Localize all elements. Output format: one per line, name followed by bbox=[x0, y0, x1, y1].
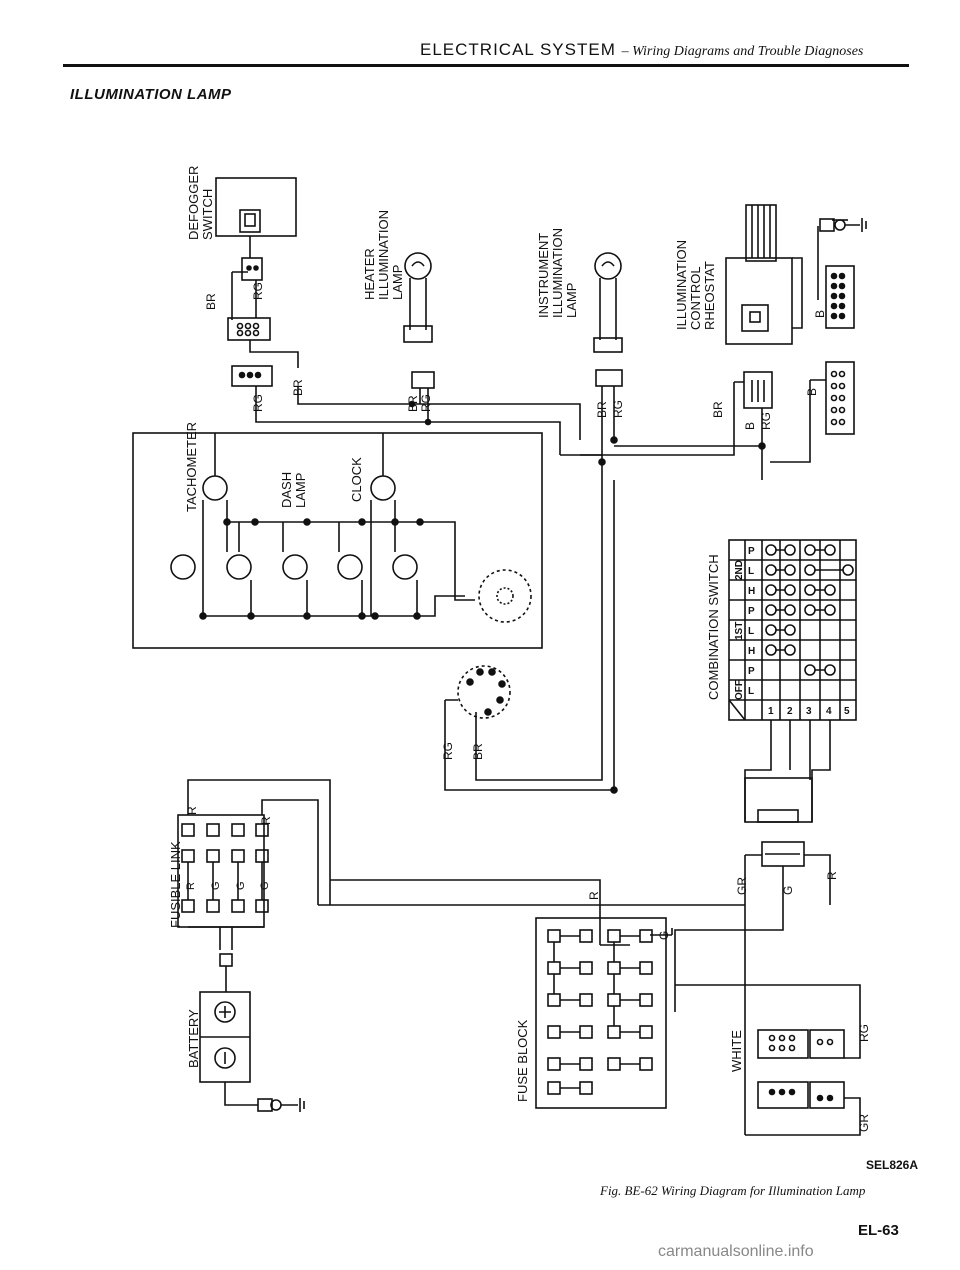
sub-h1: H bbox=[748, 586, 755, 597]
wire-b-rheo3: B bbox=[743, 422, 757, 430]
fuse-block-label: FUSE BLOCK bbox=[515, 1019, 530, 1102]
wire-gr-white: GR bbox=[857, 1114, 871, 1132]
term-2: 2 bbox=[787, 706, 793, 717]
header-title: ELECTRICAL SYSTEM bbox=[420, 40, 616, 59]
fuse-block: FUSE BLOCK R G bbox=[515, 891, 673, 1109]
heater-label-2: ILLUMINATION bbox=[376, 210, 391, 300]
figure-code: SEL826A bbox=[866, 1158, 919, 1172]
inst-label-1: INSTRUMENT bbox=[536, 233, 551, 318]
rheo-label-3: RHEOSTAT bbox=[702, 261, 717, 330]
fusible-link: FUSIBLE LINK R R R G G G bbox=[168, 779, 745, 992]
wire-rg-mid: RG bbox=[441, 742, 455, 760]
header-subtitle: – Wiring Diagrams and Trouble Diagnoses bbox=[621, 44, 864, 59]
combination-switch: COMBINATION SWITCH 2ND 1ST OFF P L H P L… bbox=[674, 539, 857, 1135]
term-4: 4 bbox=[826, 706, 832, 717]
sub-h2: H bbox=[748, 646, 755, 657]
main-feed: RG BR bbox=[441, 454, 618, 794]
wire-g-cs: G bbox=[781, 886, 795, 895]
section-title: ILLUMINATION LAMP bbox=[70, 86, 232, 103]
rheo-label-2: CONTROL bbox=[688, 266, 703, 330]
meter-cluster: TACHOMETER DASH LAMP CLOCK bbox=[132, 422, 543, 649]
wire-g-fb: G bbox=[657, 931, 671, 940]
instrument-illumination-lamp: INSTRUMENT ILLUMINATION LAMP BR RG bbox=[536, 228, 625, 466]
battery-label: BATTERY bbox=[186, 1009, 201, 1068]
term-3: 3 bbox=[806, 706, 812, 717]
wire-br-defog: BR bbox=[204, 293, 218, 310]
pos-1st: 1ST bbox=[734, 622, 745, 640]
wire-rg-rheo: RG bbox=[759, 412, 773, 430]
wire-r-fl: R bbox=[185, 806, 199, 815]
heater-illumination-lamp: HEATER ILLUMINATION LAMP BR RG bbox=[362, 210, 435, 426]
wire-g-fl2: G bbox=[235, 881, 247, 890]
defogger-label-1: DEFOGGER bbox=[186, 166, 201, 240]
wire-br-rheo: BR bbox=[711, 401, 725, 418]
rheo-label-1: ILLUMINATION bbox=[674, 240, 689, 330]
wire-g-fl: G bbox=[210, 881, 222, 890]
pos-2nd: 2ND bbox=[734, 560, 745, 580]
watermark: carmanualsonline.info bbox=[658, 1243, 814, 1260]
wire-r-fl2: R bbox=[259, 816, 273, 825]
figure-caption: Fig. BE-62 Wiring Diagram for Illuminati… bbox=[600, 1183, 866, 1198]
inst-label-3: LAMP bbox=[564, 283, 579, 318]
page-header: ELECTRICAL SYSTEM – Wiring Diagrams and … bbox=[420, 40, 863, 60]
wire-rg-inst: RG bbox=[611, 400, 625, 418]
dash-lamp-label-1: DASH bbox=[279, 472, 294, 508]
page-number: EL-63 bbox=[858, 1222, 899, 1239]
term-1: 1 bbox=[768, 706, 774, 717]
wire-rg-white: RG bbox=[857, 1024, 871, 1042]
illumination-rheostat: ILLUMINATION CONTROL RHEOSTAT B B BR B R… bbox=[580, 204, 867, 480]
wire-b-rheo: B bbox=[813, 310, 827, 318]
clock-label: CLOCK bbox=[349, 457, 364, 502]
defogger-label-2: SWITCH bbox=[200, 189, 215, 240]
sub-l1: L bbox=[748, 566, 754, 577]
sub-p2: P bbox=[748, 606, 755, 617]
wire-r-cs: R bbox=[825, 871, 839, 880]
wire-r-fl3: R bbox=[185, 882, 197, 890]
inst-label-2: ILLUMINATION bbox=[550, 228, 565, 318]
wire-r-fb: R bbox=[587, 891, 601, 900]
fusible-link-label: FUSIBLE LINK bbox=[168, 841, 183, 928]
wire-br-mid: BR bbox=[471, 743, 485, 760]
sub-p1: P bbox=[748, 546, 755, 557]
pos-off: OFF bbox=[734, 680, 745, 700]
wire-g-fl3: G bbox=[259, 881, 271, 890]
wire-b-rheo2: B bbox=[805, 388, 819, 396]
tachometer-label: TACHOMETER bbox=[184, 422, 199, 512]
wire-rg-defog: RG bbox=[251, 282, 265, 300]
comb-switch-label: COMBINATION SWITCH bbox=[706, 554, 721, 700]
defogger-switch: DEFOGGER SWITCH BR RG BR RG bbox=[186, 166, 581, 455]
heater-label-3: LAMP bbox=[390, 265, 405, 300]
white-connector-group: WHITE RG GR bbox=[675, 984, 871, 1136]
dash-lamp-label-2: LAMP bbox=[293, 473, 308, 508]
wire-rg-2: RG bbox=[251, 394, 265, 412]
white-label: WHITE bbox=[729, 1030, 744, 1072]
heater-label-1: HEATER bbox=[362, 248, 377, 300]
battery: BATTERY bbox=[186, 991, 305, 1112]
wire-gr-cs: GR bbox=[735, 877, 749, 895]
sub-l3: L bbox=[748, 686, 754, 697]
sub-l2: L bbox=[748, 626, 754, 637]
term-5: 5 bbox=[844, 706, 850, 717]
header-rule bbox=[63, 64, 909, 67]
wire-rg-heater: RG bbox=[419, 394, 433, 412]
sub-p3: P bbox=[748, 666, 755, 677]
